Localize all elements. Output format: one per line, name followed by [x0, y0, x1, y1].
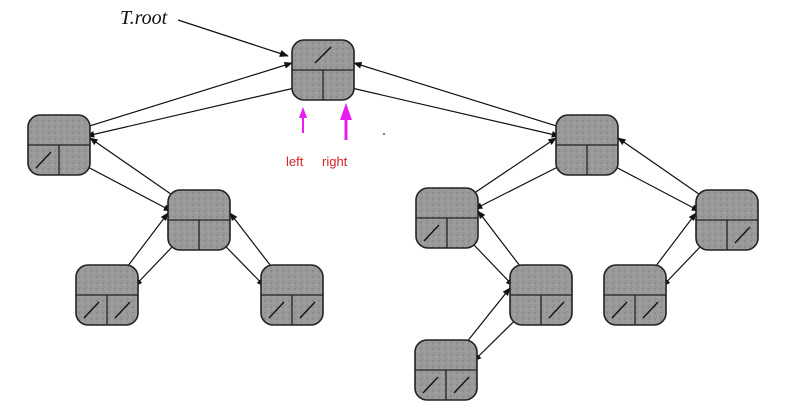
left-annotation-label: left	[286, 154, 304, 169]
tree-node-n4	[167, 189, 231, 251]
nil-left-slash	[268, 301, 285, 319]
tree-node-n1	[291, 39, 355, 101]
edge-n1-to-n2	[85, 84, 308, 138]
stray-dot	[383, 133, 385, 135]
nil-left-slash	[83, 301, 100, 319]
nil-left-slash	[35, 151, 52, 169]
nil-left-slash	[422, 376, 439, 394]
nodes-layer	[27, 39, 759, 401]
nil-right-slash	[114, 301, 131, 319]
edge-n3-to-n7	[473, 159, 572, 210]
tree-node-n6	[260, 264, 324, 326]
left-annotation: left	[286, 107, 307, 169]
tree-node-n11	[603, 264, 667, 326]
nil-right-slash	[453, 376, 470, 394]
left-annotation-arrow-head	[299, 107, 307, 118]
edge-n2-to-n4	[74, 159, 173, 212]
root-pointer-arrow	[177, 19, 289, 57]
nil-right-slash	[548, 301, 565, 319]
edge-n1-to-n3	[338, 84, 561, 138]
tree-node-n10	[414, 339, 478, 401]
tree-node-n8	[695, 189, 759, 251]
root-pointer-label: T.root	[120, 7, 168, 29]
nil-left-slash	[423, 224, 440, 242]
tree-node-n2	[27, 114, 91, 176]
tree-node-n5	[75, 264, 139, 326]
tree-node-n7	[415, 187, 479, 249]
edge-n2-parent-pointer	[66, 62, 293, 134]
right-annotation: right	[322, 103, 352, 169]
nil-right-slash	[734, 226, 751, 244]
right-annotation-arrow-head	[340, 103, 352, 120]
tree-node-n3	[555, 114, 619, 176]
nil-right-slash	[642, 301, 659, 319]
nil-parent-slash	[314, 46, 332, 64]
nil-right-slash	[299, 301, 316, 319]
edge-n3-to-n8	[602, 159, 701, 212]
right-annotation-label: right	[322, 154, 348, 169]
tree-node-n9	[509, 264, 573, 326]
edge-n3-parent-pointer	[353, 62, 580, 134]
nil-left-slash	[611, 301, 628, 319]
